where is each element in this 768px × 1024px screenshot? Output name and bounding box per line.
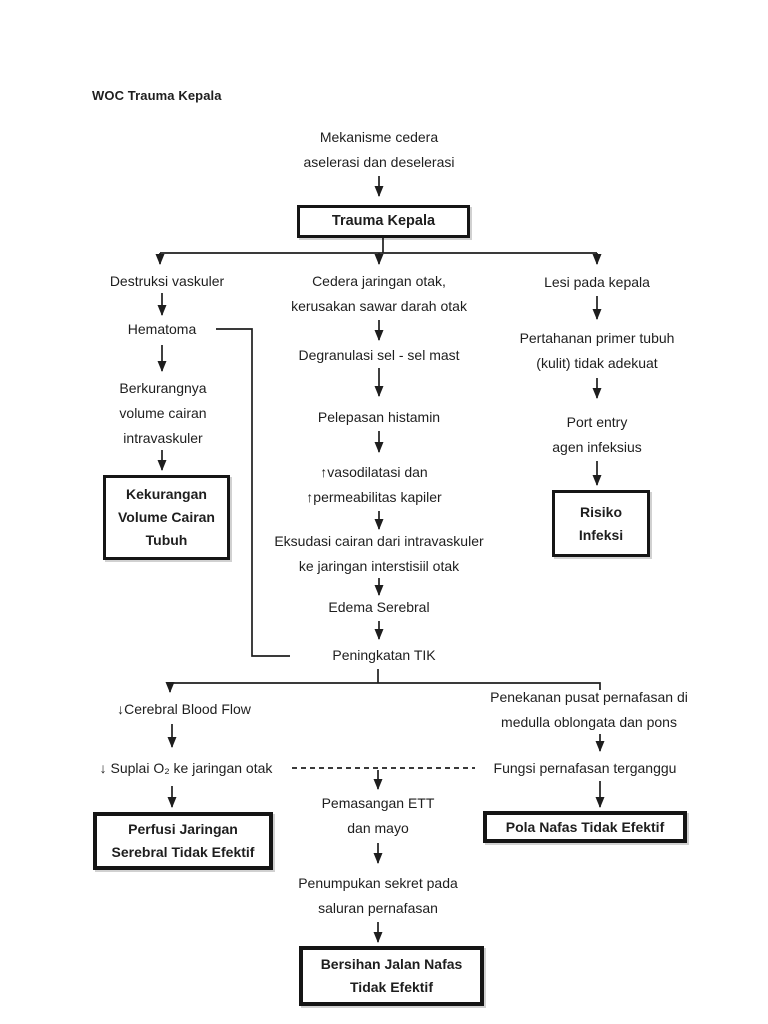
text-line: Peningkatan TIK <box>332 647 436 663</box>
box-label: Serebral Tidak Efektif <box>111 844 255 860</box>
box-label: Risiko <box>579 503 622 520</box>
node-cerebral-blood-flow: ↓Cerebral Blood Flow <box>117 697 251 722</box>
text-line: Hematoma <box>127 321 197 337</box>
text-line: Pertahanan primer tubuh <box>519 330 675 346</box>
text-line: Lesi pada kepala <box>544 274 650 290</box>
node-fungsi-pernafasan: Fungsi pernafasan terganggu <box>494 756 677 781</box>
text-line: saluran pernafasan <box>318 900 438 916</box>
node-eksudasi-cairan: Eksudasi cairan dari intravaskuler ke ja… <box>274 529 483 579</box>
text-line: medulla oblongata dan pons <box>501 714 677 730</box>
box-label: Tidak Efektif <box>350 979 433 995</box>
node-perfusi-jaringan-box: Perfusi Jaringan Serebral Tidak Efektif <box>93 812 273 870</box>
node-pelepasan-histamin: Pelepasan histamin <box>318 405 440 430</box>
node-penekanan-pusat: Penekanan pusat pernafasan di medulla ob… <box>490 685 688 735</box>
box-label: Kekurangan <box>126 486 207 502</box>
box-label: Perfusi Jaringan <box>128 821 238 837</box>
text-line: Cedera jaringan otak, <box>312 273 446 289</box>
node-mekanisme-cedera: Mekanisme cedera aselerasi dan deseleras… <box>304 125 455 175</box>
text-line: Port entry <box>566 414 628 430</box>
text-line: Pemasangan ETT <box>321 795 435 811</box>
node-suplai-o2: ↓ Suplai O₂ ke jaringan otak <box>100 756 273 781</box>
text-line: Pelepasan histamin <box>317 409 441 425</box>
node-port-entry: Port entry agen infeksius <box>552 410 642 460</box>
line-hematoma-to-peningkatan-tik <box>216 328 290 657</box>
page-title: WOC Trauma Kepala <box>92 88 222 103</box>
node-bersihan-jalan-nafas-box: Bersihan Jalan Nafas Tidak Efektif <box>299 946 484 1006</box>
box-label: Infeksi <box>578 526 624 543</box>
node-penumpukan-sekret: Penumpukan sekret pada saluran pernafasa… <box>298 871 458 921</box>
text-line: agen infeksius <box>552 439 642 455</box>
text-line: ke jaringan interstisiil otak <box>298 558 460 574</box>
node-pola-nafas-box: Pola Nafas Tidak Efektif <box>483 811 687 843</box>
node-destruksi-vaskuler: Destruksi vaskuler <box>110 269 224 294</box>
node-degranulasi: Degranulasi sel - sel mast <box>298 343 459 368</box>
node-hematoma: Hematoma <box>128 317 196 342</box>
node-berkurangnya-volume: Berkurangnya volume cairan intravaskuler <box>119 376 206 451</box>
node-risiko-infeksi-box: Risiko Infeksi <box>552 490 650 557</box>
text-line: ↑vasodilatasi dan <box>320 464 428 480</box>
node-pertahanan-primer: Pertahanan primer tubuh (kulit) tidak ad… <box>520 326 675 376</box>
text-line: dan mayo <box>347 820 409 836</box>
box-label: Volume Cairan <box>118 509 215 525</box>
text-line: intravaskuler <box>123 430 203 446</box>
text-line: aselerasi dan deselerasi <box>303 154 455 170</box>
text-line: Eksudasi cairan dari intravaskuler <box>274 533 484 549</box>
text-line: Fungsi pernafasan terganggu <box>493 760 677 776</box>
node-trauma-kepala-box: Trauma Kepala <box>297 205 470 238</box>
text-line: Berkurangnya <box>119 380 207 396</box>
node-edema-serebral: Edema Serebral <box>328 595 429 620</box>
box-label: Pola Nafas Tidak Efektif <box>505 819 665 835</box>
node-cedera-jaringan: Cedera jaringan otak, kerusakan sawar da… <box>291 269 467 319</box>
node-lesi-pada-kepala: Lesi pada kepala <box>544 270 650 295</box>
node-kekurangan-volume-box: Kekurangan Volume Cairan Tubuh <box>103 475 230 560</box>
text-line: Penekanan pusat pernafasan di <box>490 689 688 705</box>
box-label: Trauma Kepala <box>331 213 436 229</box>
text-line: ↓Cerebral Blood Flow <box>117 701 251 717</box>
text-line: Degranulasi sel - sel mast <box>298 347 460 363</box>
line-tik-split <box>170 682 601 690</box>
node-pemasangan-ett: Pemasangan ETT dan mayo <box>322 791 435 841</box>
text-line: kerusakan sawar darah otak <box>291 298 467 314</box>
text-line: Destruksi vaskuler <box>109 273 225 289</box>
text-line: Mekanisme cedera <box>319 129 439 145</box>
node-vasodilatasi-permeabilitas: ↑vasodilatasi dan ↑permeabilitas kapiler <box>306 460 441 510</box>
text-line: (kulit) tidak adekuat <box>536 355 658 371</box>
node-peningkatan-tik: Peningkatan TIK <box>332 643 435 668</box>
text-line: Penumpukan sekret pada <box>298 875 458 891</box>
text-line: ↑permeabilitas kapiler <box>306 489 442 505</box>
box-label: Bersihan Jalan Nafas <box>320 956 463 972</box>
text-line: ↓ Suplai O₂ ke jaringan otak <box>99 760 273 776</box>
text-line: Edema Serebral <box>328 599 430 615</box>
box-label: Tubuh <box>145 532 188 548</box>
text-line: volume cairan <box>119 405 207 421</box>
